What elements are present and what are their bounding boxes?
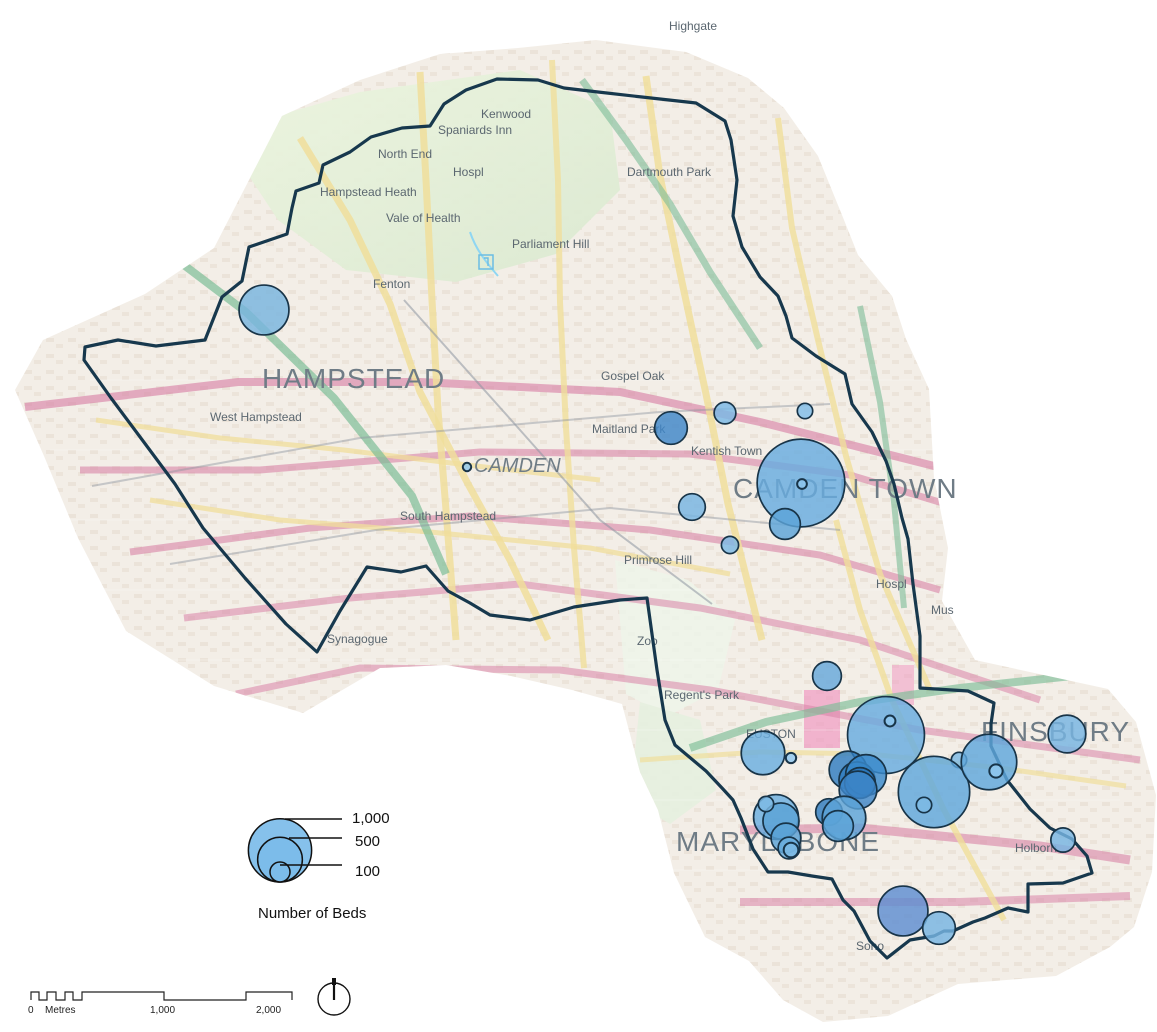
facility-marker xyxy=(921,910,957,946)
facility-marker xyxy=(238,284,290,336)
map-label-spaniards-inn: Spaniards Inn xyxy=(438,123,512,137)
scale-unit-label: Metres xyxy=(45,1005,76,1016)
map-label-kentish-town: Kentish Town xyxy=(691,444,762,458)
facility-marker xyxy=(821,809,855,843)
facility-marker xyxy=(782,841,800,859)
map-label-north-end: North End xyxy=(378,147,432,161)
facility-marker xyxy=(811,660,843,692)
facility-layer xyxy=(238,284,1087,946)
map-label-camden-area: CAMDEN xyxy=(474,455,561,477)
facility-marker xyxy=(740,730,786,776)
scale-tick-1000: 1,000 xyxy=(150,1005,175,1016)
map-label-west-hampstead: West Hampstead xyxy=(210,410,302,424)
facility-marker xyxy=(653,410,689,446)
map-label-hampstead: HAMPSTEAD xyxy=(262,363,445,394)
facility-marker xyxy=(713,401,737,425)
map-label-hospl-north: Hospl xyxy=(453,165,484,179)
legend-title: Number of Beds xyxy=(258,905,366,922)
legend-label-1000: 1,000 xyxy=(352,810,390,827)
facility-marker xyxy=(877,885,929,937)
legend-label-100: 100 xyxy=(355,863,380,880)
facility-marker xyxy=(677,492,707,522)
map-label-mus: Mus xyxy=(931,603,954,617)
scale-tick-2000: 2,000 xyxy=(256,1005,281,1016)
facility-marker xyxy=(1049,826,1077,854)
map-label-dartmouth-park: Dartmouth Park xyxy=(627,165,712,179)
facility-marker xyxy=(461,461,473,473)
map-label-holborn: Holborn xyxy=(1015,841,1057,855)
map-label-south-hampstead: South Hampstead xyxy=(400,509,496,523)
scale-tick-0: 0 xyxy=(28,1005,34,1016)
map-label-maitland-park: Maitland Park xyxy=(592,422,666,436)
facility-marker xyxy=(897,755,971,829)
facility-marker xyxy=(757,795,775,813)
facility-marker xyxy=(796,402,814,420)
map-label-vale-of-health: Vale of Health xyxy=(386,211,461,225)
map-label-regents-park: Regent's Park xyxy=(664,688,740,702)
scale-bar: 0 Metres 1,000 2,000 xyxy=(28,991,293,1016)
borough-boundary xyxy=(82,77,1094,960)
facility-marker xyxy=(915,796,933,814)
map-label-hampstead-heath: Hampstead Heath xyxy=(320,185,417,199)
map-label-highgate: Highgate xyxy=(669,19,717,33)
legend-circles xyxy=(247,818,313,883)
facility-marker xyxy=(1047,714,1087,754)
bed-size-legend: 1,000 500 100 Number of Beds xyxy=(247,810,390,922)
map-label-hospl-east: Hospl xyxy=(876,577,907,591)
map-label-fenton: Fenton xyxy=(373,277,410,291)
map-label-parliament-hill: Parliament Hill xyxy=(512,237,589,251)
north-arrow-icon xyxy=(317,978,351,1016)
facility-marker xyxy=(768,507,802,541)
facility-marker xyxy=(796,478,808,490)
facility-marker xyxy=(784,751,798,765)
legend-circle-100 xyxy=(269,861,291,883)
legend-label-500: 500 xyxy=(355,833,380,850)
map-label-synagogue: Synagogue xyxy=(327,632,388,646)
map-label-kenwood: Kenwood xyxy=(481,107,531,121)
map-label-primrose-hill: Primrose Hill xyxy=(624,553,692,567)
facility-marker xyxy=(960,733,1018,791)
facility-marker xyxy=(720,535,740,555)
facility-marker xyxy=(883,714,897,728)
facility-marker xyxy=(988,763,1004,779)
map-label-gospel-oak: Gospel Oak xyxy=(601,369,665,383)
